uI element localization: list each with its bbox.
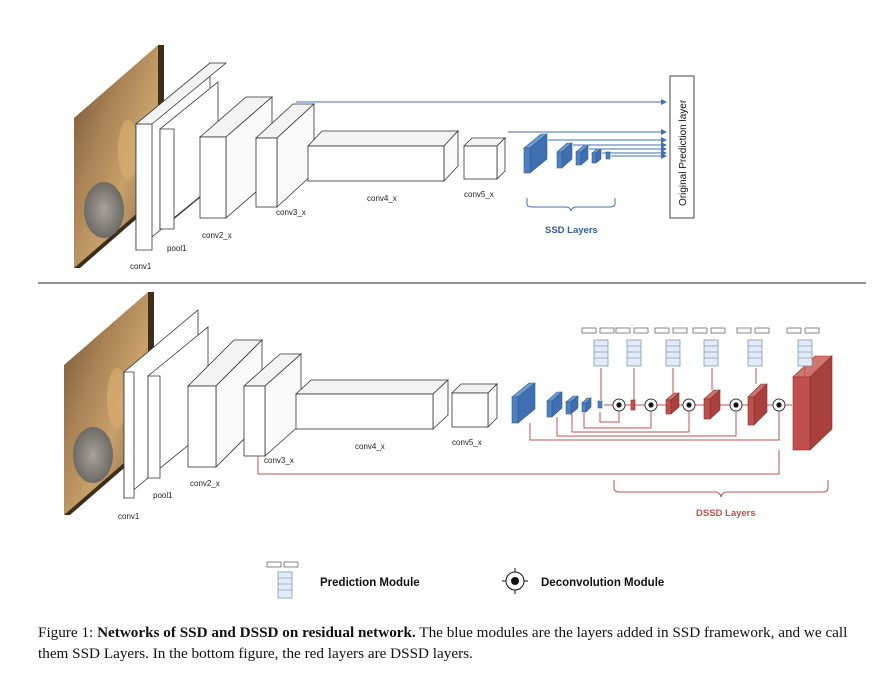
prediction-module-icon	[266, 561, 299, 599]
dssd-prediction-modules	[581, 327, 820, 400]
caption-rest: The blue modules are the layers added in…	[38, 624, 848, 662]
original-prediction-layer	[669, 75, 695, 219]
ssd-diagram: Original Prediction layer conv1 pool1 co…	[74, 45, 695, 271]
legend-prediction-module: Prediction Module	[320, 577, 420, 589]
dssd-red-layers	[630, 355, 833, 451]
conv4-block	[307, 129, 459, 183]
bottom-pool1-label: pool1	[153, 491, 173, 500]
conv4-block-bottom	[294, 379, 450, 430]
deconvolution-module-icon	[682, 398, 696, 412]
top-pool1-label: pool1	[167, 244, 187, 253]
bottom-conv1-label: conv1	[118, 512, 140, 521]
deconvolution-module-icon	[612, 398, 626, 412]
conv3-block	[254, 103, 316, 208]
deconvolution-module-icon	[502, 568, 528, 594]
top-conv5-label: conv5_x	[464, 190, 494, 199]
conv5-block-bottom	[451, 383, 498, 428]
top-conv3-label: conv3_x	[276, 208, 306, 217]
top-conv2-label: conv2_x	[202, 231, 232, 240]
ssd-arrows	[296, 99, 667, 159]
figure-canvas: Original Prediction layer conv1 pool1 co…	[38, 45, 866, 599]
deconv-modules	[612, 398, 786, 412]
ssd-layers-bottom	[511, 382, 603, 424]
dssd-diagram: conv1 pool1 conv2_x conv3_x conv4_x conv…	[64, 292, 833, 521]
prediction-module-icon	[654, 327, 688, 393]
legend: Prediction Module Deconvolution Module	[266, 561, 664, 599]
deconvolution-module-icon	[729, 398, 743, 412]
skip-connections	[257, 411, 780, 475]
conv3-block-bottom	[242, 353, 303, 457]
conv5-block	[463, 137, 506, 180]
deconvolution-module-icon	[644, 398, 658, 412]
prediction-module-icon	[786, 327, 820, 377]
ssd-layers	[523, 133, 611, 174]
deconvolution-module-icon	[772, 398, 786, 412]
prediction-module-icon	[692, 327, 726, 390]
dssd-brace	[613, 480, 829, 498]
prediction-layer-label: Original Prediction layer	[678, 99, 689, 206]
bottom-conv3-label: conv3_x	[264, 456, 294, 465]
prediction-module-icon	[736, 327, 770, 384]
figure-caption: Figure 1: Networks of SSD and DSSD on re…	[38, 622, 866, 664]
top-conv1-label: conv1	[130, 262, 152, 271]
bottom-conv2-label: conv2_x	[190, 479, 220, 488]
conv2-block-bottom	[187, 339, 263, 468]
legend-deconvolution-module: Deconvolution Module	[541, 577, 664, 589]
prediction-module-icon	[581, 327, 615, 400]
top-conv4-label: conv4_x	[367, 194, 397, 203]
bottom-conv5-label: conv5_x	[452, 438, 482, 447]
caption-prefix: Figure 1:	[38, 624, 98, 641]
bottom-conv4-label: conv4_x	[355, 442, 385, 451]
caption-bold: Networks of SSD and DSSD on residual net…	[97, 624, 416, 641]
dssd-layers-label: DSSD Layers	[696, 508, 756, 519]
ssd-layers-label: SSD Layers	[545, 225, 598, 236]
prediction-module-icon	[615, 327, 649, 400]
ssd-brace	[526, 198, 616, 212]
